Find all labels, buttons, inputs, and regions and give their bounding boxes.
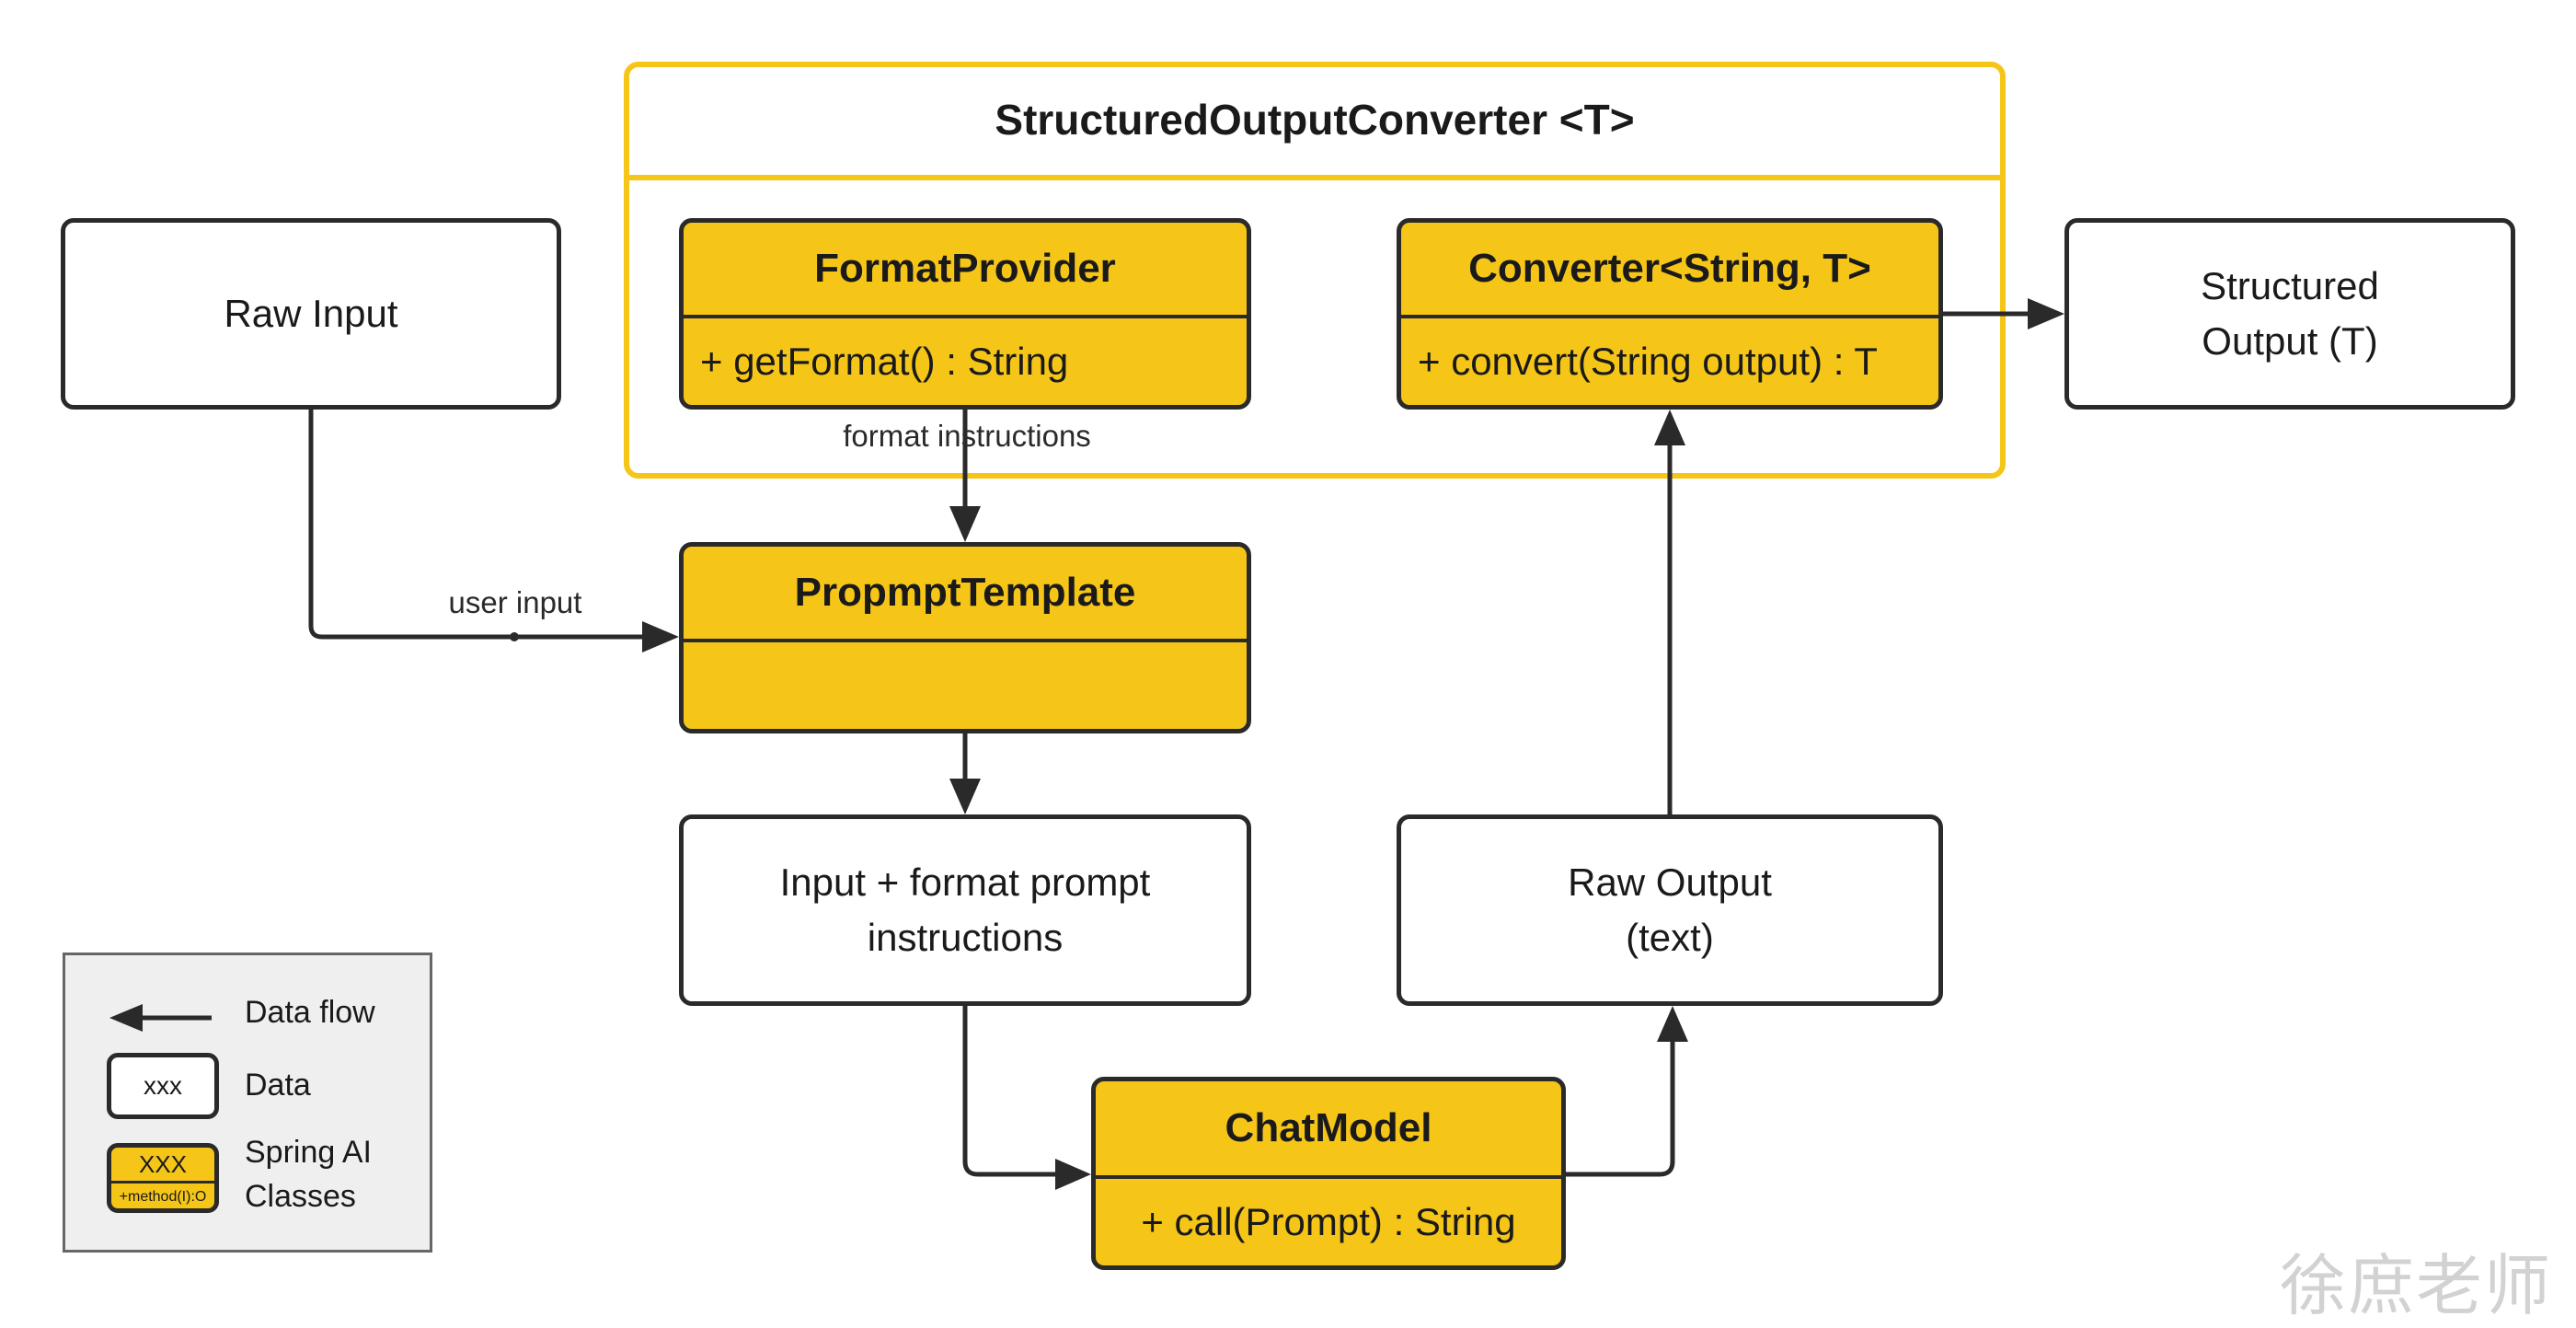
edge-label-format-instructions: format instructions (843, 419, 1091, 453)
converter-name: Converter<String, T> (1468, 246, 1871, 291)
arrowhead-structured-output-left (2028, 298, 2064, 329)
arrowhead-prompt-template-left (642, 621, 679, 652)
converter-class: Converter<String, T> + convert(String ou… (1397, 218, 1943, 410)
chat-model-class: ChatModel + call(Prompt) : String (1091, 1077, 1566, 1270)
chat-model-divider (1096, 1175, 1561, 1179)
legend-class-sample-method: +method(I):O (119, 1189, 207, 1205)
chat-model-name: ChatModel (1225, 1105, 1432, 1150)
legend-data-flow-label: Data flow (245, 995, 375, 1030)
converter-method: + convert(String output) : T (1418, 340, 1878, 383)
chat-model-method: + call(Prompt) : String (1141, 1200, 1516, 1243)
legend-class-sample: XXX +method(I):O (107, 1143, 219, 1213)
format-provider-name: FormatProvider (814, 246, 1116, 291)
arrowhead-converter-bottom (1654, 410, 1685, 445)
arrowhead-raw-output-bottom (1657, 1006, 1688, 1042)
arrowhead-prompt-template-top (949, 506, 981, 542)
legend-class-sample-divider (111, 1181, 214, 1184)
edge-chat-model-to-raw-output (1566, 1040, 1675, 1177)
prompt-template-name: PropmptTemplate (794, 570, 1136, 615)
arrowhead-chat-model-left (1055, 1159, 1091, 1190)
watermark: 徐庶老师 (2280, 1250, 2553, 1323)
legend-data-flow-arrow-icon (109, 1004, 212, 1032)
user-input-junction-dot (510, 632, 519, 641)
arrowhead-input-box-top (949, 779, 981, 814)
structured-output-box: Structured Output (T) (2064, 218, 2515, 410)
legend-spring-ai-classes-label: Spring AI Classes (245, 1135, 372, 1214)
container-divider (624, 175, 2006, 180)
raw-output-box: Raw Output (text) (1397, 814, 1943, 1006)
legend-data-sample: xxx (107, 1053, 219, 1119)
edge-input-to-chat-model (962, 1006, 1058, 1177)
prompt-template-divider (684, 639, 1247, 642)
converter-divider (1401, 315, 1938, 318)
legend-class-sample-name: XXX (138, 1149, 188, 1178)
raw-input-box: Raw Input (61, 218, 561, 410)
legend-data-label: Data (245, 1068, 311, 1103)
format-provider-divider (684, 315, 1247, 318)
format-provider-class: FormatProvider + getFormat() : String (679, 218, 1251, 410)
input-format-prompt-box: Input + format prompt instructions (679, 814, 1251, 1006)
structured-output-converter-title: StructuredOutputConverter <T> (995, 96, 1635, 144)
edge-raw-input-to-prompt-template (308, 410, 644, 640)
format-provider-method: + getFormat() : String (700, 340, 1069, 383)
prompt-template-class: PropmptTemplate (679, 542, 1251, 733)
edge-label-user-input: user input (448, 585, 582, 619)
